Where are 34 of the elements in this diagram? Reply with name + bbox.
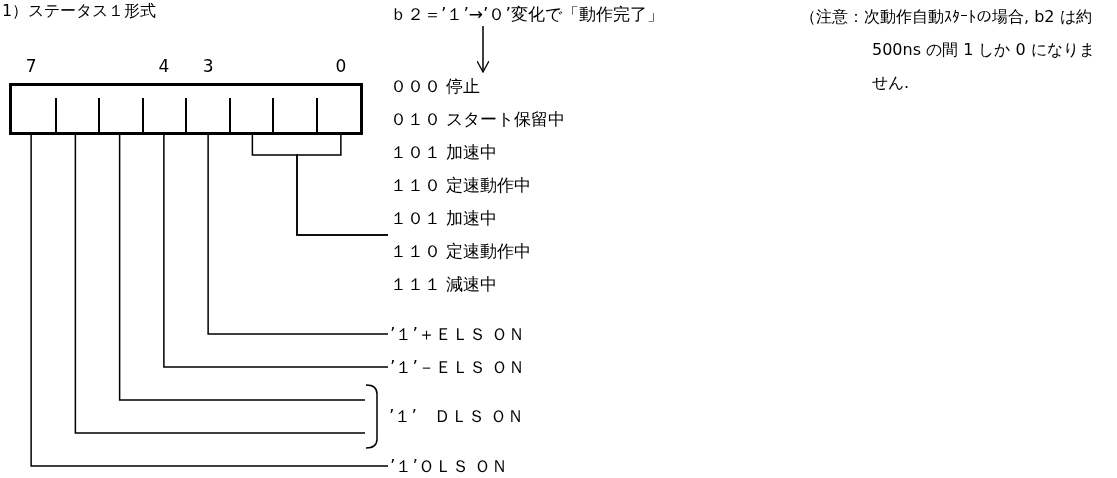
title: 1）ステータス１形式 xyxy=(2,1,157,21)
bit-cell xyxy=(55,83,99,135)
bit-cell xyxy=(229,83,273,135)
leader-line xyxy=(118,134,366,401)
leader-line xyxy=(296,134,389,236)
bit-number: 7 xyxy=(25,56,37,76)
status-note-text: ｂ２＝’１’→’０’変化で「動作完了」 xyxy=(390,2,664,26)
status-code-text: ０１０ スタート保留中 xyxy=(390,108,566,131)
status-code-text: １１１ 減速中 xyxy=(390,273,499,296)
bit-cell xyxy=(316,83,360,135)
status-code-text: １０１ 加速中 xyxy=(390,141,499,164)
flag-text: ’１’ ＤＬＳ ＯＮ xyxy=(389,405,525,428)
bit-number: 4 xyxy=(158,56,170,76)
bit-number: 3 xyxy=(202,56,214,76)
note-text: （注意：次動作自動ｽﾀｰﾄの場合, b2 は約 500ns の間 1 しか 0 になりません. xyxy=(800,6,1096,94)
leader-line xyxy=(207,134,389,335)
bit-cell xyxy=(273,83,317,135)
status-code-text: １１０ 定速動作中 xyxy=(390,174,533,197)
bit-number: 0 xyxy=(335,56,347,76)
arrow xyxy=(476,25,490,73)
status-code-text: ０００ 停止 xyxy=(390,75,482,98)
flag-text: ’１’ＯＬＳ ＯＮ xyxy=(390,454,509,478)
leader-line xyxy=(163,134,389,368)
bit-cell xyxy=(142,83,186,135)
status-code-text: １０１ 加速中 xyxy=(390,207,499,230)
leader-line xyxy=(30,134,389,467)
flag-text: ’１’＋ＥＬＳ ＯＮ xyxy=(390,322,526,346)
bit-cell xyxy=(99,83,143,135)
bit-cell xyxy=(186,83,230,135)
flag-text: ’１’－ＥＬＳ ＯＮ xyxy=(390,355,526,379)
status-code-text: １１０ 定速動作中 xyxy=(390,240,533,263)
register-box xyxy=(9,83,363,135)
bit-cell xyxy=(12,83,56,135)
leader-line xyxy=(74,134,366,434)
